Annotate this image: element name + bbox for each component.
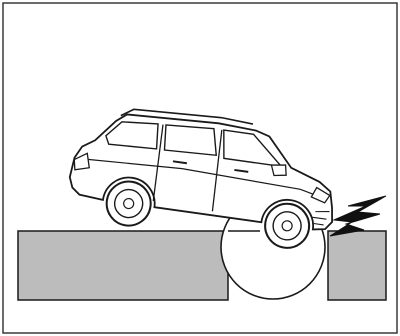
rear-wheel — [104, 179, 154, 229]
ground-platform — [18, 231, 228, 300]
ground-platform-right — [328, 231, 386, 300]
impact-star-icon — [330, 196, 386, 236]
